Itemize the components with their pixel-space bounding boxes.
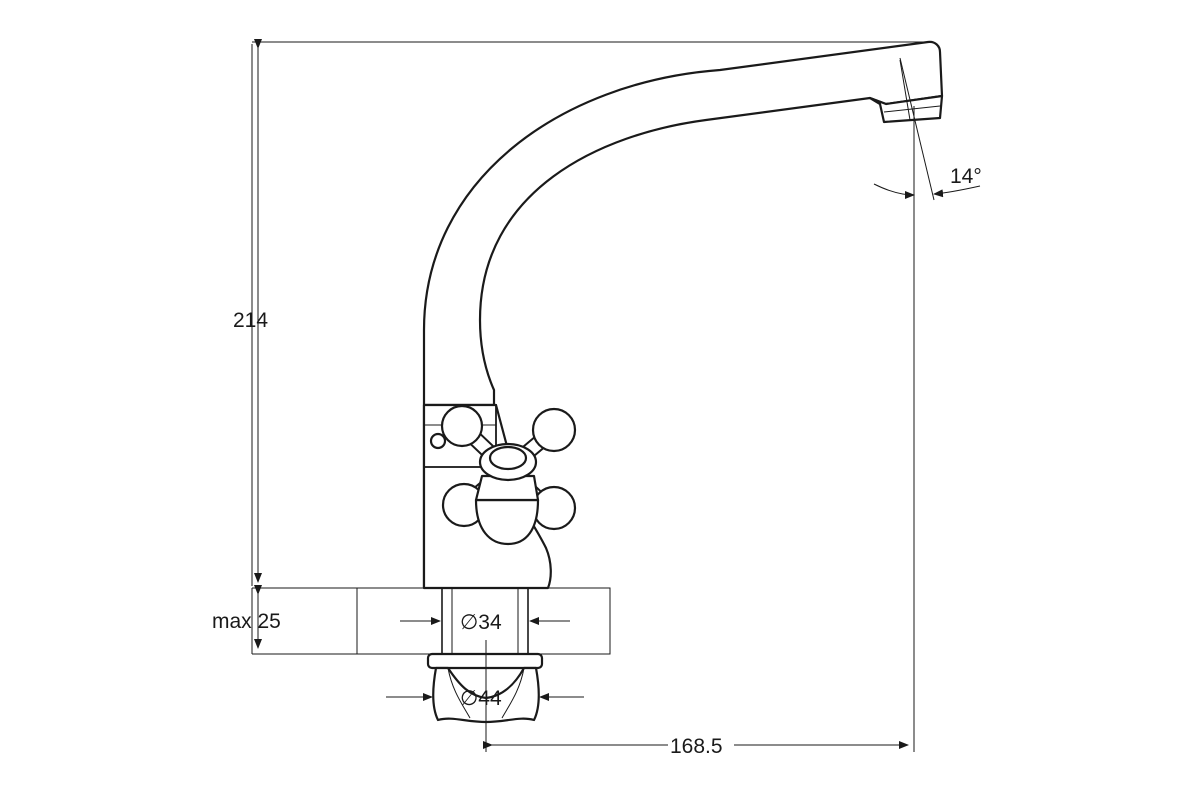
aerator bbox=[868, 94, 944, 124]
dimension-reach: 168.5 bbox=[483, 106, 915, 758]
handle-cap bbox=[488, 445, 528, 471]
hole-diameter-label: ∅34 bbox=[460, 611, 502, 634]
dimension-height: 214 bbox=[233, 39, 932, 589]
handle-knob-top-left bbox=[440, 404, 484, 448]
angle-label: 14° bbox=[950, 165, 982, 188]
thickness-label: max 25 bbox=[212, 610, 281, 633]
nut-diameter-label: ∅44 bbox=[460, 687, 502, 710]
collar-screw bbox=[429, 432, 447, 450]
valve-bonnet bbox=[474, 498, 540, 546]
dimension-nut-diameter: ∅44 bbox=[386, 687, 584, 710]
dimension-angle: 14° bbox=[873, 57, 982, 201]
reach-label: 168.5 bbox=[670, 735, 723, 758]
height-label: 214 bbox=[233, 309, 268, 332]
mounting-nut bbox=[426, 652, 544, 724]
handle-knob-top-right bbox=[531, 407, 577, 453]
handle-knob-bottom-right bbox=[531, 485, 577, 531]
dimension-thickness: max 25 bbox=[212, 585, 357, 655]
cross-handle bbox=[440, 404, 577, 546]
dimension-hole-diameter: ∅34 bbox=[400, 611, 570, 634]
